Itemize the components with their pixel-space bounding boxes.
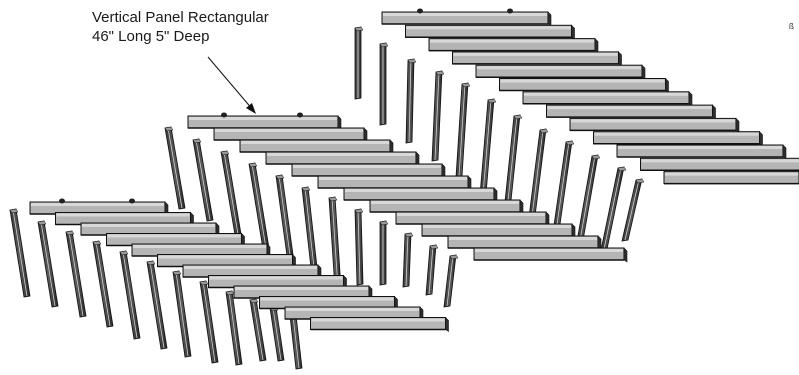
vertical-slat-a-9 xyxy=(249,298,267,362)
horizontal-panel-c-12 xyxy=(663,170,799,185)
vertical-slat-b-3 xyxy=(248,162,270,250)
vertical-slat-a-2 xyxy=(65,230,87,318)
vertical-slat-c-6 xyxy=(503,114,523,212)
vertical-slat-c-7 xyxy=(527,128,549,226)
horizontal-panel-c-10 xyxy=(616,144,787,160)
vertical-slat-a-10 xyxy=(269,306,285,362)
vertical-slat-c-1 xyxy=(379,42,389,126)
callout-leader xyxy=(207,56,256,114)
horizontal-panel-c-6 xyxy=(522,91,693,107)
vertical-slat-c-0 xyxy=(354,26,364,100)
horizontal-panel-b-11 xyxy=(473,247,628,263)
panel-mount-pin xyxy=(417,8,423,14)
horizontal-panel-a-11 xyxy=(310,316,449,333)
vertical-slat-b-1 xyxy=(192,138,214,222)
vertical-slat-c-10 xyxy=(599,166,627,256)
panel-mount-pin xyxy=(297,112,303,118)
horizontal-panel-a-4 xyxy=(131,243,271,259)
vertical-slat-a-11 xyxy=(289,314,303,370)
vertical-slat-b-6 xyxy=(328,196,342,290)
callout-label: Vertical Panel Rectangular 46" Long 5" D… xyxy=(92,8,269,46)
callout-line-2: 46" Long 5" Deep xyxy=(92,28,210,45)
panel-mount-pin xyxy=(59,198,65,204)
edge-mark-glyph: ß xyxy=(789,22,794,31)
panel-mount-pin xyxy=(129,198,135,204)
vertical-slat-c-2 xyxy=(405,58,417,144)
vertical-slat-b-8 xyxy=(379,220,389,286)
vertical-slat-a-5 xyxy=(146,260,168,350)
vertical-slat-c-11 xyxy=(621,178,645,242)
panel-mount-pin xyxy=(507,8,513,14)
vertical-slat-b-4 xyxy=(275,174,295,264)
vertical-slat-b-2 xyxy=(220,150,242,236)
vertical-slat-b-9 xyxy=(402,232,414,288)
vertical-slat-c-4 xyxy=(455,82,471,178)
panel-mount-pin xyxy=(221,112,227,118)
horizontal-panel-c-3 xyxy=(452,51,622,67)
horizontal-panel-b-0 xyxy=(187,112,342,131)
vertical-slat-c-5 xyxy=(479,98,497,196)
vertical-slat-a-7 xyxy=(199,280,219,364)
vertical-slat-b-10 xyxy=(425,244,439,296)
vertical-slat-a-3 xyxy=(92,240,114,328)
vertical-slat-c-3 xyxy=(431,70,445,162)
vertical-slat-b-5 xyxy=(301,186,319,278)
horizontal-panel-c-4 xyxy=(475,64,646,80)
callout-line-1: Vertical Panel Rectangular xyxy=(92,9,269,26)
horizontal-panel-c-1 xyxy=(405,24,575,40)
horizontal-panel-c-9 xyxy=(593,130,763,147)
vertical-slat-a-0 xyxy=(9,208,31,298)
vertical-slat-a-1 xyxy=(37,220,59,308)
vertical-slat-b-0 xyxy=(164,126,186,210)
vertical-slat-group xyxy=(9,26,645,370)
vertical-slat-c-8 xyxy=(551,140,575,240)
horizontal-panel-c-0 xyxy=(381,8,552,27)
vertical-slat-b-7 xyxy=(354,208,364,286)
horizontal-panel-c-7 xyxy=(546,104,716,120)
vertical-slat-a-8 xyxy=(225,290,243,366)
horizontal-panel-c-11 xyxy=(640,157,799,172)
horizontal-panel-group xyxy=(29,8,799,333)
vertical-slat-c-9 xyxy=(575,154,601,248)
vertical-slat-a-4 xyxy=(119,250,141,340)
vertical-slat-b-11 xyxy=(443,254,459,308)
horizontal-panel-c-2 xyxy=(428,37,599,54)
vertical-slat-a-6 xyxy=(172,270,192,358)
horizontal-panel-c-5 xyxy=(499,77,669,94)
horizontal-panel-c-8 xyxy=(569,117,740,133)
